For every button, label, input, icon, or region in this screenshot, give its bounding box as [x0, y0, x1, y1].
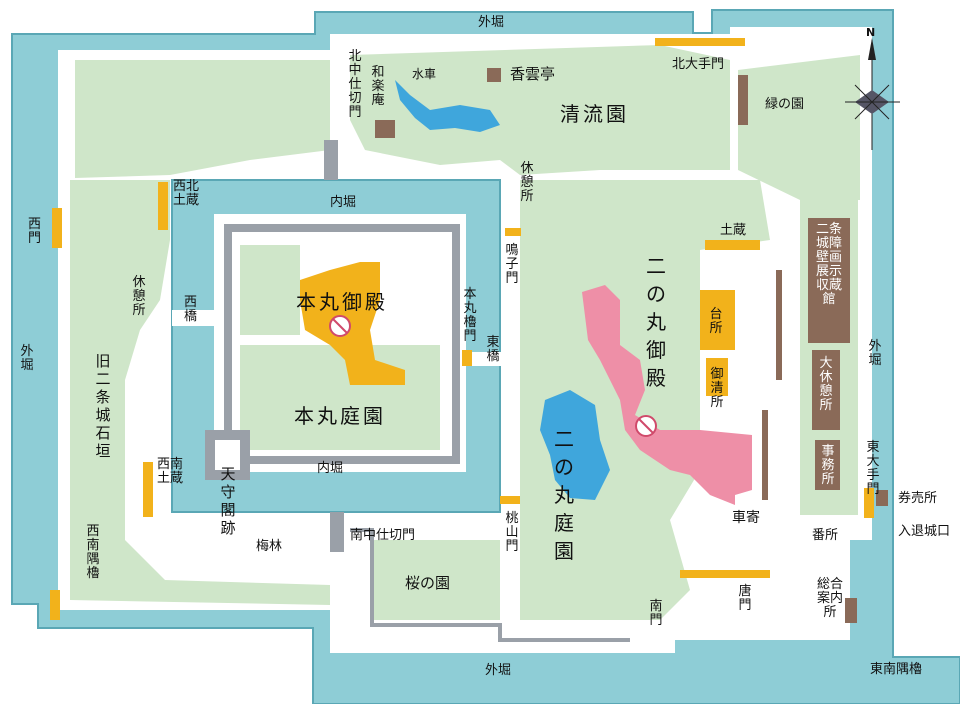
east-wall-long [776, 270, 782, 380]
honmaru-garden-label: 本丸庭園 [294, 404, 386, 428]
honmaru-wall [224, 224, 460, 464]
kurumayose-wall [762, 410, 768, 500]
compass-north-icon [845, 38, 900, 150]
west-gate-mark [52, 208, 62, 248]
minami-nakashikiri-label: 南中仕切門 [350, 528, 416, 543]
outer-moat-label-north: 外堀 [478, 15, 505, 30]
dozo-e-label: 土蔵 [720, 223, 747, 238]
higashi-ote-label: 東大手門 [866, 440, 880, 497]
south-crossing [330, 512, 344, 552]
old-stone-wall-label: 旧二条城石垣 [95, 352, 111, 460]
north-ote-label: 北大手門 [672, 57, 725, 72]
midori-building [738, 75, 748, 125]
ninomaru-garden-label: 二の丸庭園 [554, 427, 574, 563]
nishi-sumi-mark [50, 590, 60, 620]
north-ote-mark [655, 38, 745, 46]
no-photo-icon [635, 415, 657, 437]
kurumayose-label: 車寄 [732, 510, 760, 526]
momoyama-mark [500, 496, 520, 504]
info-center-shape [845, 598, 857, 623]
east-bridge-label: 東橋 [486, 335, 500, 364]
gallery-label: 二条城障壁画展示収蔵館 [815, 222, 842, 307]
office-label: 事務所 [821, 444, 835, 487]
sakura-no-sono-label: 桜の園 [405, 574, 451, 592]
nansei-sumi-yagura-label: 西南隅櫓 [86, 524, 100, 581]
west-bridge-label: 西橋 [184, 295, 198, 324]
naruko-label: 鳴子門 [505, 243, 519, 286]
garden-midori [738, 55, 860, 200]
honmaru-palace-shape [300, 262, 405, 385]
south-wall [350, 528, 630, 642]
entrance-label: 入退城口 [898, 524, 951, 539]
dozo-e-shape [705, 240, 760, 250]
outer-moat-label-south: 外堀 [485, 663, 512, 678]
kara-mon-label: 唐門 [738, 584, 752, 613]
north-nakashikiri-label: 北中仕切門 [348, 49, 362, 120]
koun-tei-shape [487, 68, 501, 82]
garden-north [350, 45, 730, 175]
west-bridge [172, 310, 217, 326]
rest-large-shape [812, 350, 840, 430]
garden-west [70, 180, 330, 605]
ninomaru-palace-label: 二の丸御殿 [646, 254, 666, 390]
oshimizu-label: 御清所 [710, 367, 724, 410]
garden-northwest [75, 60, 330, 178]
honmaru-palace-label: 本丸御殿 [296, 290, 388, 314]
office-shape [815, 440, 840, 490]
rest-large-label: 大休憩所 [819, 356, 833, 413]
naruko-mark [505, 228, 521, 236]
seiryu-pond [395, 80, 500, 132]
seiryu-en-label: 清流園 [560, 102, 629, 126]
compass-north-label: N [866, 26, 876, 39]
midori-no-sono-label: 緑の園 [765, 97, 805, 112]
tonan-sumi-yagura-label: 東南隅櫓 [870, 662, 923, 677]
honmaru-garden-area [240, 345, 440, 450]
honmaru-yagura-label: 本丸櫓門 [463, 287, 477, 344]
waraku-an-label: 和楽庵 [371, 65, 385, 108]
daidokoro-label: 台所 [709, 307, 723, 336]
dozo-sw-label: 西南土蔵 [156, 457, 183, 486]
honmaru-yagura-mark [462, 350, 472, 366]
honmaru-upper-garden [240, 245, 300, 335]
kara-mon-mark [680, 570, 770, 578]
inner-moat-label-south: 内堀 [317, 461, 344, 476]
east-ote-mark [864, 488, 874, 518]
west-gate-label: 西門 [28, 217, 42, 246]
daidokoro-shape [700, 290, 735, 350]
outer-moat-label-west: 外堀 [20, 344, 34, 373]
suisha-label: 水車 [412, 67, 437, 81]
rest-north-label: 休憩所 [520, 161, 534, 204]
momoyama-label: 桃山門 [505, 511, 519, 554]
inner-moat-label-north: 内堀 [330, 195, 357, 210]
rest-west-label: 休憩所 [132, 275, 146, 318]
garden-sakura [372, 540, 500, 620]
south-gate-label: 南門 [649, 599, 663, 628]
dozo-nw-label: 西北土蔵 [172, 179, 199, 208]
east-bridge [462, 352, 504, 366]
dozo-sw-shape [143, 462, 153, 517]
koun-tei-label: 香雲亭 [510, 65, 556, 83]
ticket-office-label: 券売所 [898, 491, 938, 506]
ninomaru-pond [540, 390, 610, 500]
ticket-shape [876, 490, 888, 506]
tenshu-ato-label: 天守閣跡 [220, 465, 236, 537]
north-crossing [324, 140, 338, 180]
dozo-nw-shape [158, 182, 168, 230]
bairin-label: 梅林 [256, 539, 283, 554]
oshimizu-shape [706, 358, 728, 396]
ninomaru-palace-shape [582, 285, 752, 505]
garden-ninomaru [520, 180, 770, 620]
gallery-shape [808, 218, 850, 343]
outer-moat-label-east: 外堀 [868, 339, 882, 368]
tenshu-top [215, 440, 240, 470]
waraku-an-shape [375, 120, 395, 138]
info-center-label: 総合案内所 [816, 577, 843, 620]
no-photo-icon [329, 315, 351, 337]
guard-post-label: 番所 [812, 528, 839, 543]
